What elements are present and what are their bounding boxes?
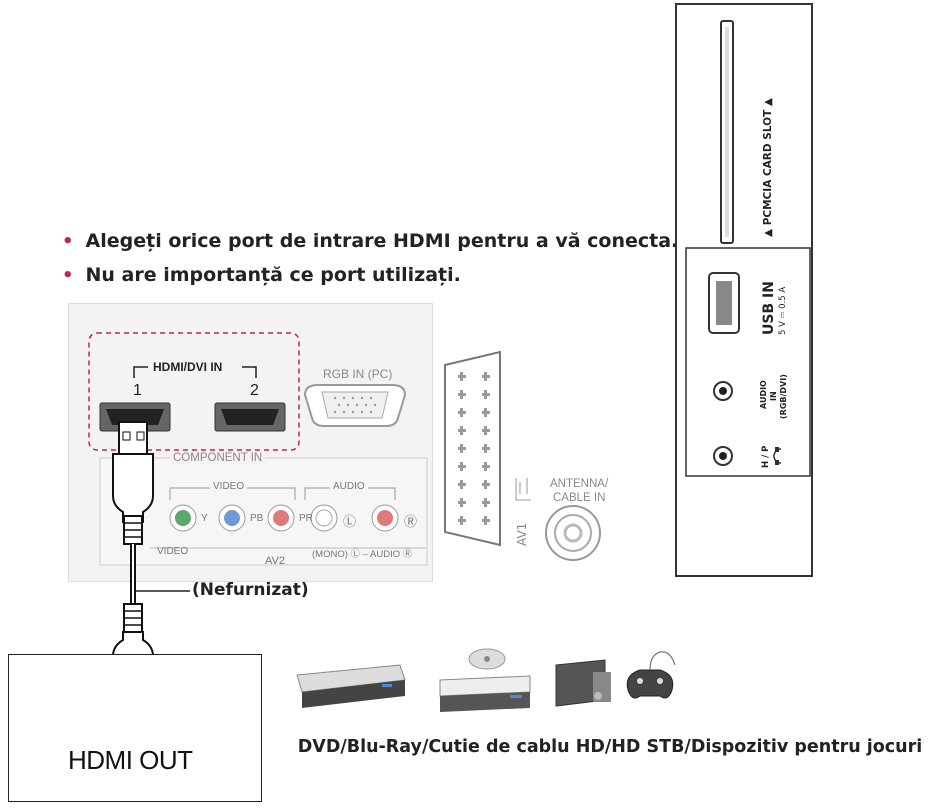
antenna-label: ANTENNA/: [550, 478, 609, 490]
bluray-player-icon: [439, 648, 531, 712]
audio-group-label: AUDIO: [330, 481, 368, 492]
hdmi-highlight-frame: [88, 332, 300, 451]
game-controller-icon: [626, 651, 676, 699]
jack-pb-icon: [218, 504, 246, 532]
audio-l-label: Ⓛ: [343, 514, 357, 529]
pr-label: PR: [299, 513, 313, 524]
pcmcia-slot-inner: [725, 27, 729, 237]
bullet-dot-icon: •: [62, 265, 74, 286]
audio-r-label: Ⓡ: [404, 514, 418, 529]
jack-audio-l-icon: [310, 504, 338, 532]
antenna-jack-icon: [545, 505, 601, 561]
av1-label: AV1: [515, 522, 529, 546]
rgb-port-icon: [303, 384, 407, 427]
dvd-player-icon: [296, 664, 406, 708]
hdmi-group-label: HDMI/DVI IN: [150, 360, 226, 374]
pb-label: PB: [250, 513, 264, 524]
hdmi-port-2-icon: [214, 402, 286, 432]
jack-audio-r-icon: [371, 504, 399, 532]
usb-port-inner: [716, 281, 732, 325]
scart-symbol-icon: [515, 478, 531, 501]
bullet-text-1: Alegeți orice port de intrare HDMI pentr…: [85, 230, 679, 252]
component-in-label: COMPONENT IN: [170, 452, 266, 464]
devices-caption: DVD/Blu-Ray/Cutie de cablu HD/HD STB/Dis…: [297, 737, 923, 757]
mono-audio-label: (MONO) Ⓛ – AUDIO Ⓡ: [312, 549, 413, 560]
cable-in-label: CABLE IN: [553, 492, 606, 504]
video-group-label: VIDEO: [210, 481, 248, 492]
jack-y-icon: [169, 504, 197, 532]
hdmi-port-1-number: 1: [133, 382, 142, 399]
bullet-1: • Alegeți orice port de intrare HDMI pent…: [62, 230, 678, 252]
scart-port-icon: [444, 350, 501, 547]
hdmi-out-label: HDMI OUT: [68, 745, 193, 775]
y-label: Y: [201, 513, 208, 524]
set-top-box-icon: [555, 659, 611, 707]
cable-note: (Nefurnizat): [192, 580, 309, 600]
rgb-in-label: RGB IN (PC): [323, 367, 393, 381]
component-panel: [99, 457, 428, 566]
tv-side-panel: ▲ PCMCIA CARD SLOT ▲ USB IN 5 V ⎓ 0.5 A …: [675, 3, 813, 577]
jack-pr-icon: [267, 504, 295, 532]
video-bottom-label: VIDEO: [157, 546, 189, 557]
bullet-dot-icon: •: [62, 231, 74, 252]
bullet-text-2: Nu are importanță ce port utilizați.: [85, 264, 461, 286]
port-group-frame: [685, 247, 811, 477]
scart-pins: [458, 372, 490, 525]
hdmi-cable-top-plug: [112, 421, 154, 545]
av2-label: AV2: [265, 555, 285, 567]
side-panel-graphics: [685, 20, 811, 477]
bullet-2: • Nu are importanță ce port utilizați.: [62, 264, 461, 286]
hdmi-port-2-number: 2: [250, 382, 259, 399]
source-device-frame: [8, 654, 262, 802]
